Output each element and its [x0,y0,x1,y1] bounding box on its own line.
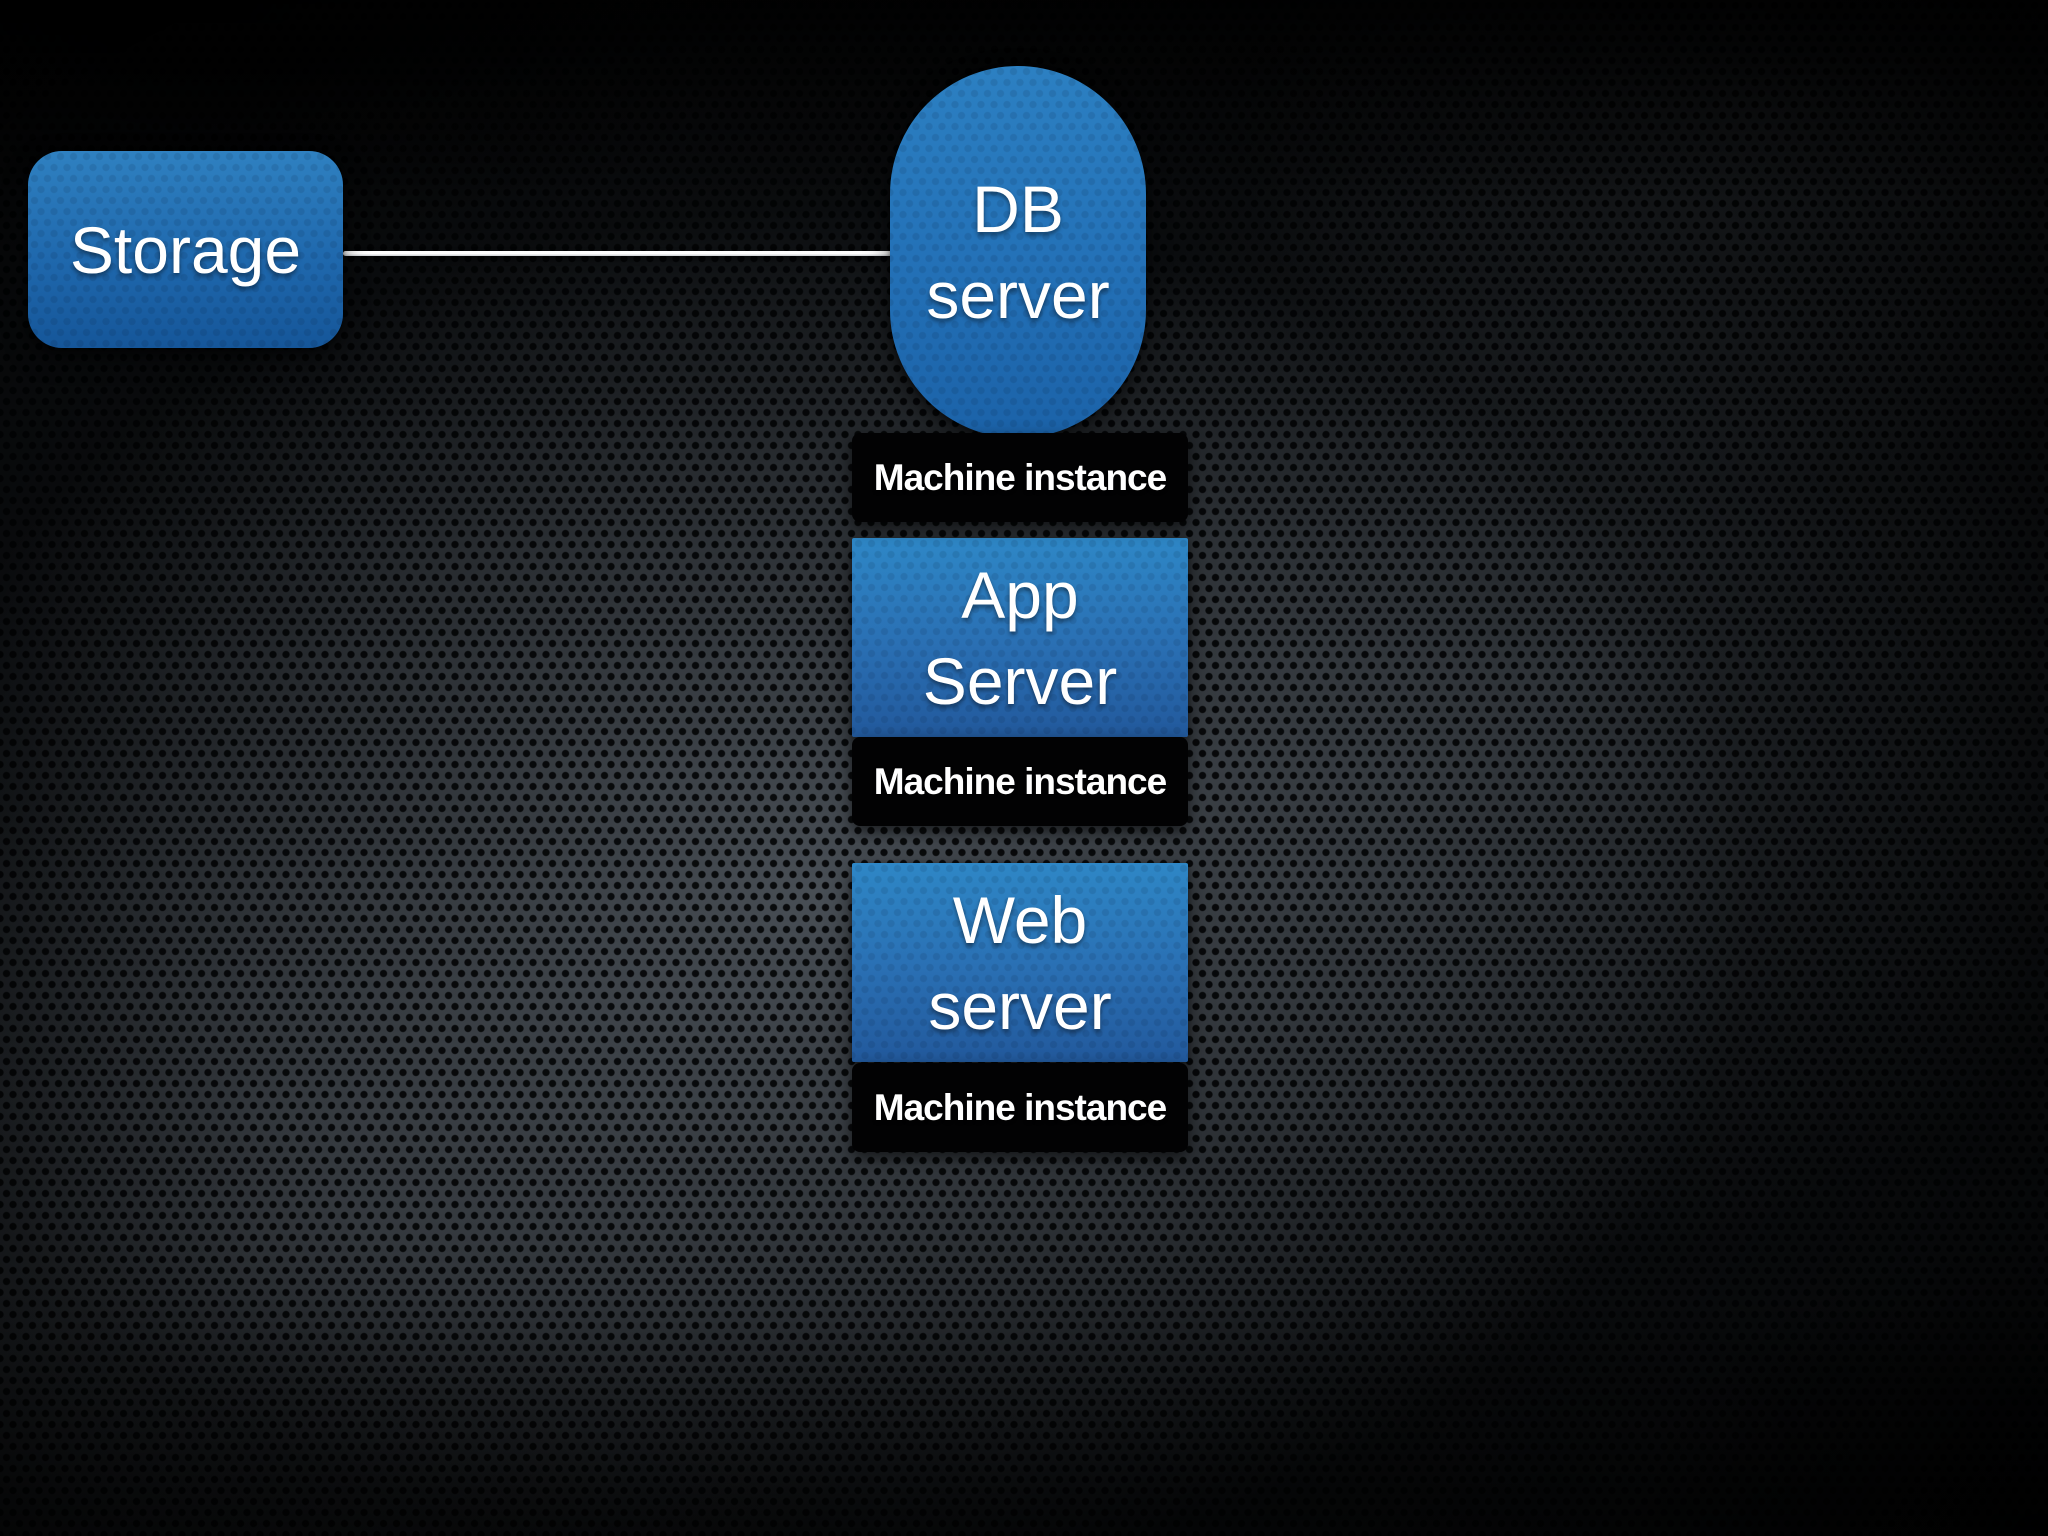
db-server-node: DB server [890,66,1146,438]
db-machine-instance-label: Machine instance [873,456,1167,498]
web-machine-instance-label: Machine instance [873,1086,1167,1128]
app-machine-instance-bar: Machine instance [852,737,1188,826]
storage-label: Storage [69,212,302,287]
web-server-node: Web server [852,863,1188,1062]
storage-db-connector-line [343,251,900,256]
storage-node: Storage [28,151,343,348]
app-server-label-line1: App [961,557,1079,632]
db-server-label-line1: DB [972,172,1064,246]
db-machine-instance-bar: Machine instance [852,433,1188,522]
app-machine-instance-label: Machine instance [873,760,1167,802]
web-machine-instance-bar: Machine instance [852,1063,1188,1152]
web-server-label-line1: Web [952,882,1088,957]
app-server-node: App Server [852,538,1188,737]
db-server-label-line2: server [926,258,1110,332]
app-server-label-line2: Server [922,643,1118,718]
web-server-label-line2: server [928,968,1112,1043]
